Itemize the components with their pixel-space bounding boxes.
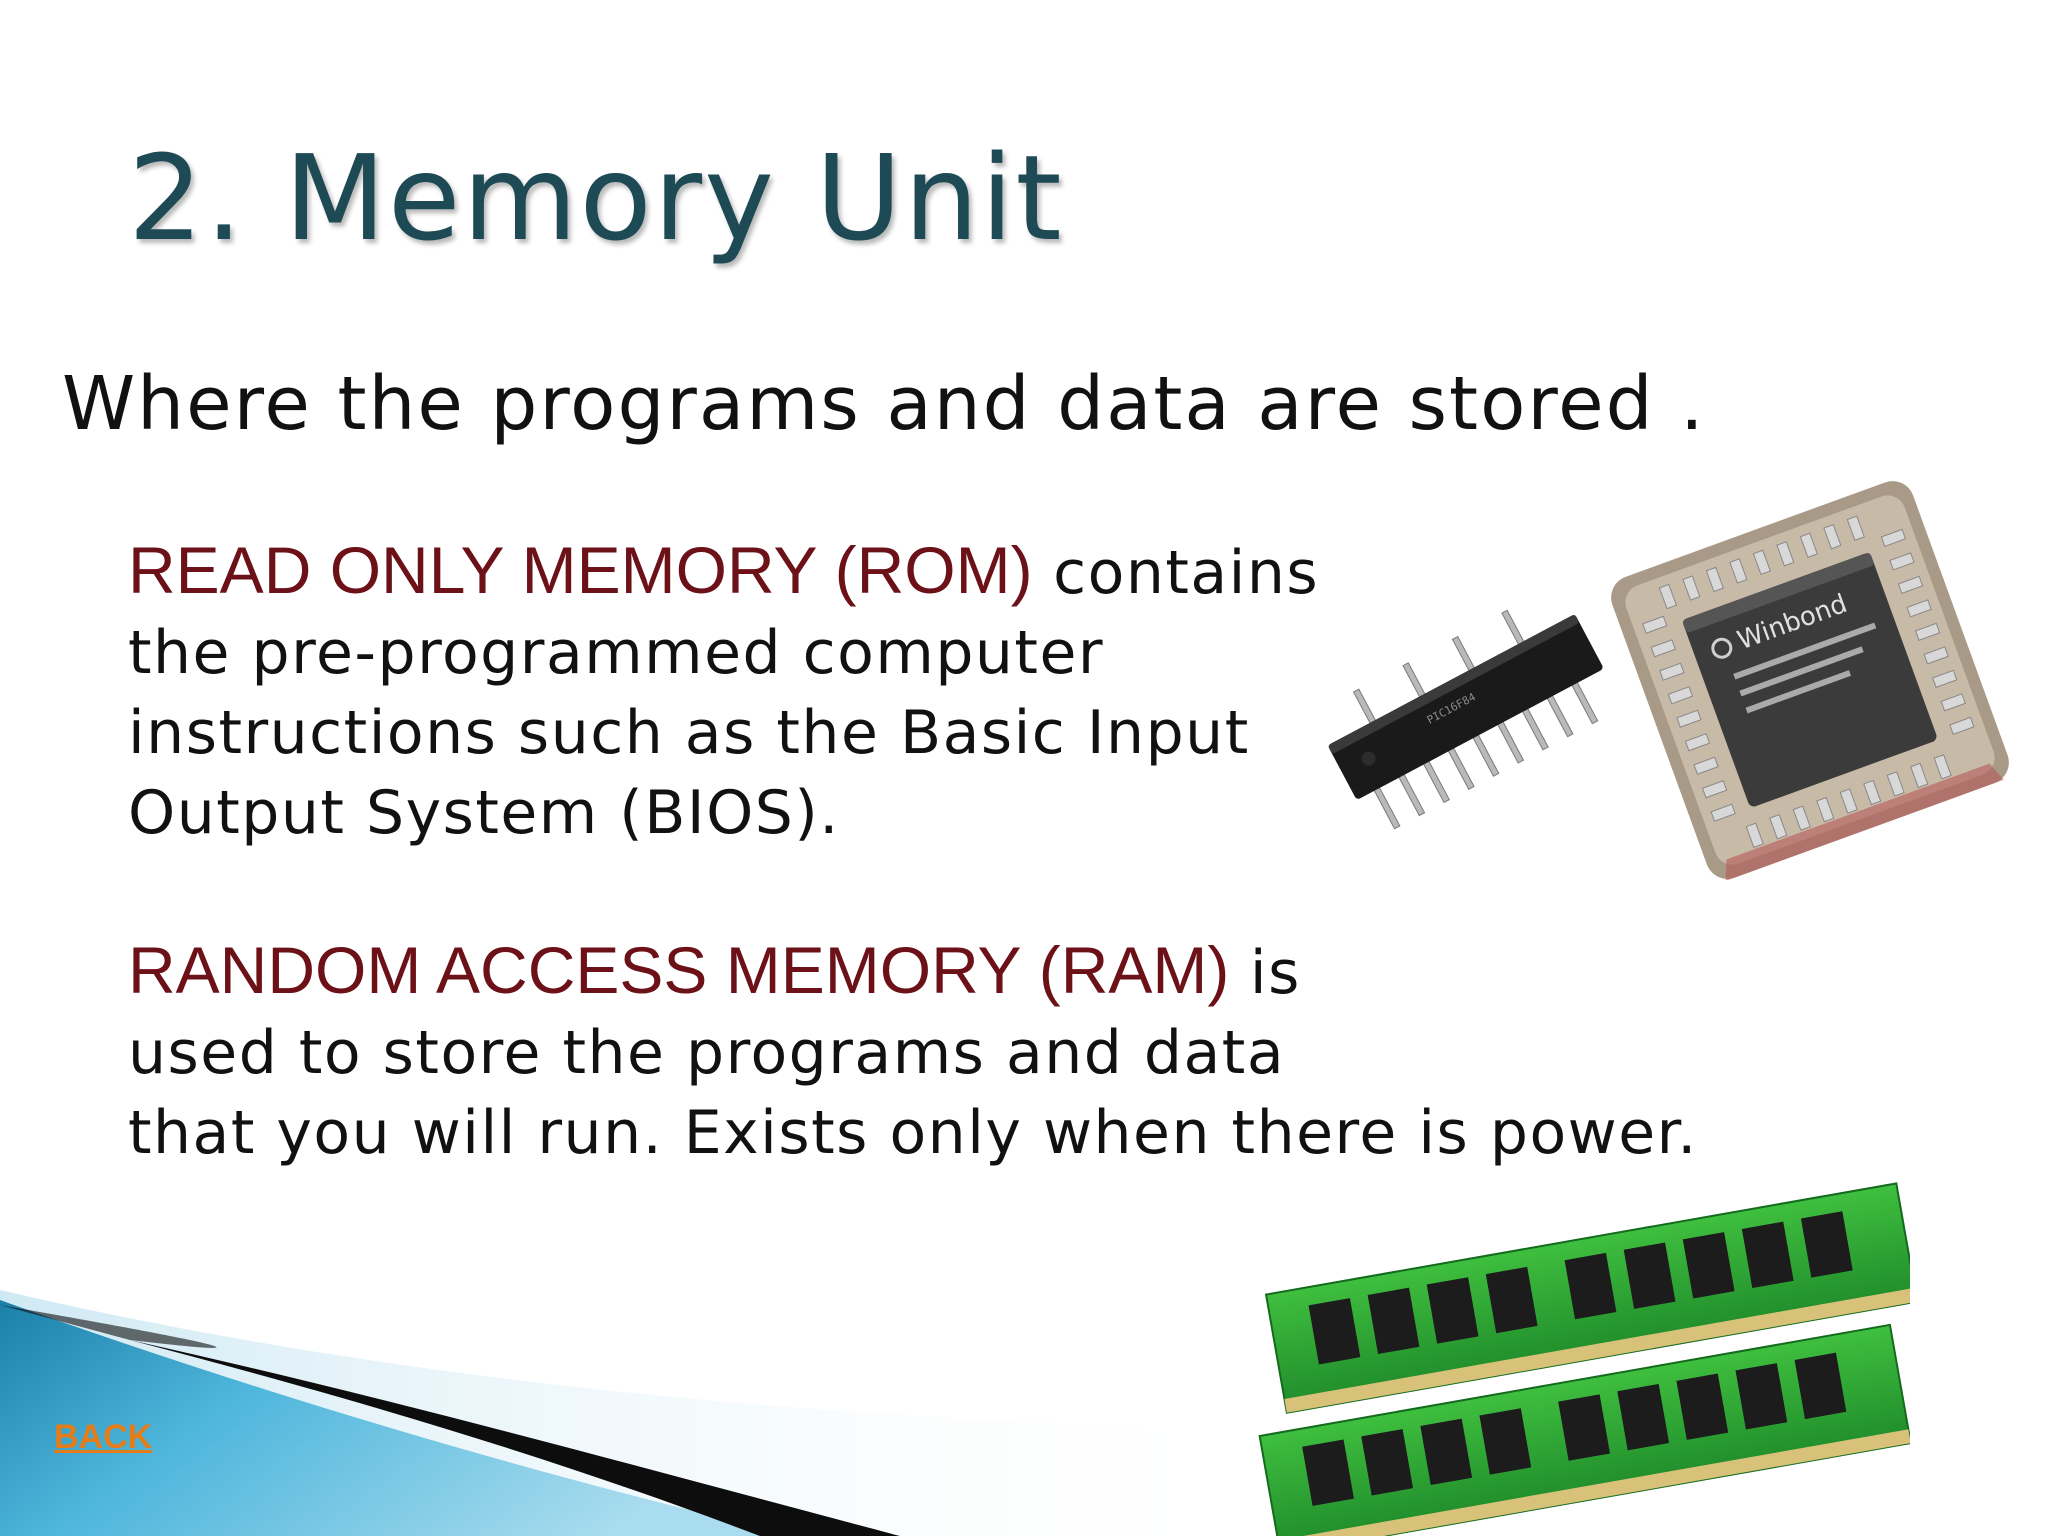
back-link[interactable]: BACK xyxy=(54,1418,153,1456)
rom-paragraph: READ ONLY MEMORY (ROM) contains the pre-… xyxy=(128,530,1319,853)
ram-line-3: that you will run. Exists only when ther… xyxy=(128,1098,1698,1168)
ram-line-1: RANDOM ACCESS MEMORY (RAM) is xyxy=(128,930,1698,1013)
rom-line-1-rest: contains xyxy=(1032,538,1320,608)
slide-title: 2. Memory Unit xyxy=(128,129,1064,267)
plcc-chip-icon: Winbond xyxy=(1611,481,2009,880)
wave-decoration xyxy=(0,1290,1300,1536)
ram-module-icon xyxy=(1258,1182,1910,1536)
ram-paragraph: RANDOM ACCESS MEMORY (RAM) is used to st… xyxy=(128,930,1698,1173)
rom-line-1: READ ONLY MEMORY (ROM) contains xyxy=(128,530,1319,613)
rom-term: READ ONLY MEMORY (ROM) xyxy=(128,533,1033,607)
dip-chip-icon: PIC16F84 xyxy=(1328,609,1603,830)
rom-line-2: the pre-programmed computer xyxy=(128,618,1105,688)
ram-line-2: used to store the programs and data xyxy=(128,1018,1286,1088)
rom-line-4: Output System (BIOS). xyxy=(128,778,840,848)
rom-line-3: instructions such as the Basic Input xyxy=(128,698,1250,768)
ram-term: RANDOM ACCESS MEMORY (RAM) xyxy=(128,933,1230,1007)
ram-line-1-rest: is xyxy=(1229,938,1301,1008)
slide-subtitle: Where the programs and data are stored . xyxy=(62,361,1706,447)
